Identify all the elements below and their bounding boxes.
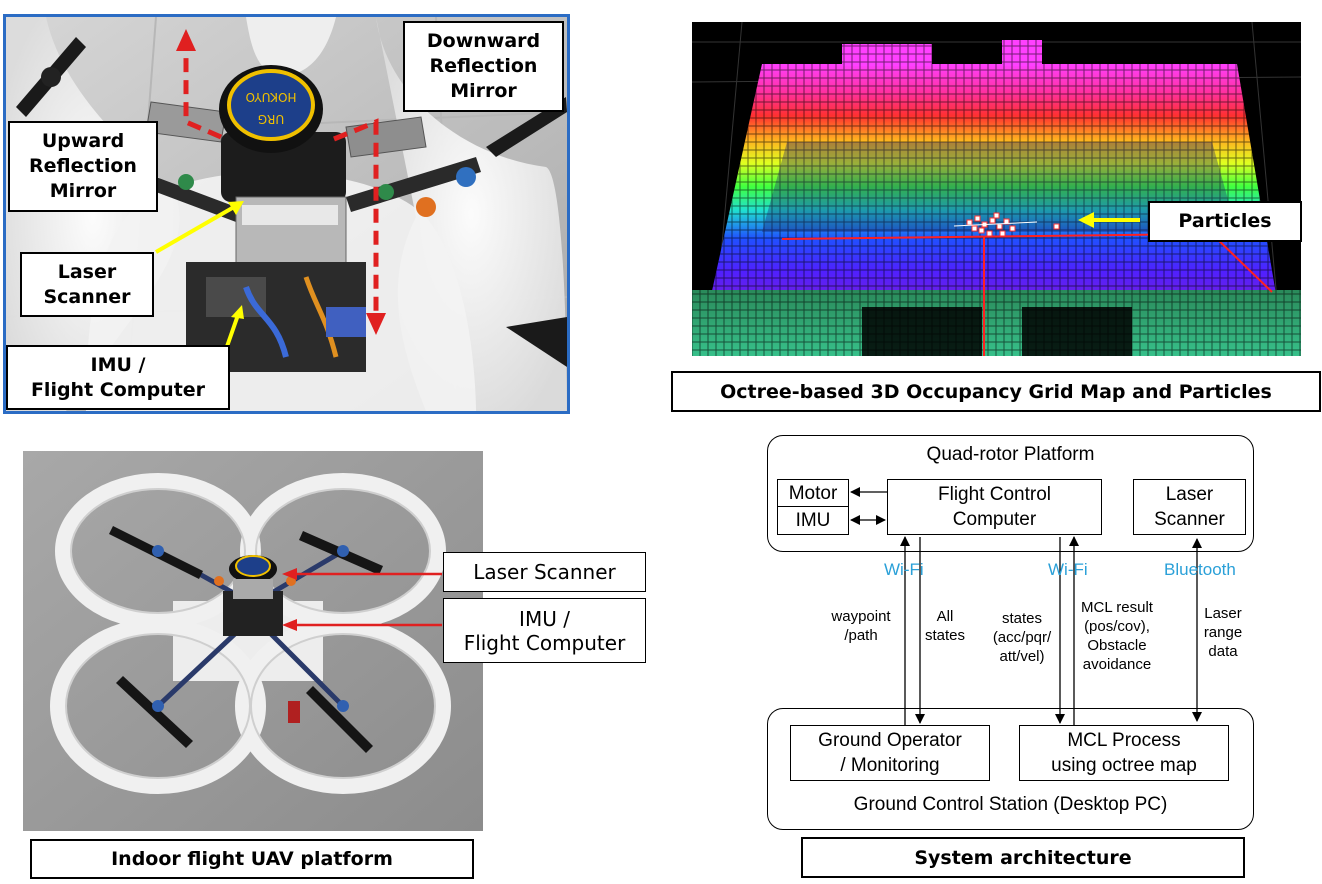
sensor-brand-text: HOKUYO [246,90,297,104]
particles-text: Particles [1178,210,1272,232]
laser-scanner-box-text: Laser Scanner [1154,484,1225,530]
wifi-label-1: Wi-Fi [884,560,924,579]
uav-imu-label: IMU / Flight Computer [443,598,646,663]
uav-caption-text: Indoor flight UAV platform [111,848,393,870]
wifi-label-2: Wi-Fi [1048,560,1088,579]
all-states-label: All states [924,608,966,644]
octree-map [692,22,1301,356]
uav-imu-text: IMU / Flight Computer [463,606,626,655]
octree-map-caption-text: Octree-based 3D Occupancy Grid Map and P… [720,380,1272,403]
particles-label: Particles [1148,201,1302,242]
sensor-model-text: URG [258,112,284,126]
waypoint-path-label: waypoint /path [831,608,891,644]
laser-range-label: Laser range data [1203,605,1243,660]
mcl-result-label: MCL result (pos/cov), Obstacle avoidance [1081,599,1153,673]
octree-map-panel [692,22,1301,356]
flight-control-computer-box: Flight Control Computer [887,479,1102,535]
mcl-process-box: MCL Process using octree map [1019,725,1229,781]
system-architecture-caption: System architecture [801,837,1245,878]
quad-rotor-platform-title: Quad-rotor Platform [926,444,1095,465]
bluetooth-label: Bluetooth [1164,560,1236,579]
upward-mirror-label: Upward Reflection Mirror [8,121,158,212]
laser-scanner-text: Laser Scanner [43,260,131,308]
quad-rotor-platform-box [767,435,1254,552]
imu-box: IMU [777,506,849,535]
imu-text: IMU [795,510,831,531]
ground-control-station-box [767,708,1254,830]
uav-photo-panel [23,451,483,831]
flight-control-computer-text: Flight Control Computer [938,484,1051,530]
motor-text: Motor [788,482,838,504]
motor-box: Motor [777,479,849,507]
laser-scanner-box: Laser Scanner [1133,479,1246,535]
system-architecture-caption-text: System architecture [914,846,1132,869]
downward-mirror-label: Downward Reflection Mirror [403,21,564,112]
uav-laser-scanner-label: Laser Scanner [443,552,646,592]
uav-caption: Indoor flight UAV platform [30,839,474,879]
imu-flight-computer-text: IMU / Flight Computer [30,353,206,401]
laser-scanner-label: Laser Scanner [20,252,154,317]
mcl-process-text: MCL Process using octree map [1051,730,1197,776]
uav-laser-scanner-text: Laser Scanner [473,560,616,584]
states-label: states (acc/pqr/ att/vel) [992,610,1052,665]
uav-photo [23,451,483,831]
ground-control-station-title: Ground Control Station (Desktop PC) [853,794,1168,815]
imu-flight-computer-label: IMU / Flight Computer [6,345,230,410]
upward-mirror-text: Upward Reflection Mirror [29,130,137,202]
ground-operator-box: Ground Operator / Monitoring [790,725,990,781]
octree-map-caption: Octree-based 3D Occupancy Grid Map and P… [671,371,1321,412]
downward-mirror-text: Downward Reflection Mirror [426,30,541,102]
ground-operator-text: Ground Operator / Monitoring [818,730,962,776]
